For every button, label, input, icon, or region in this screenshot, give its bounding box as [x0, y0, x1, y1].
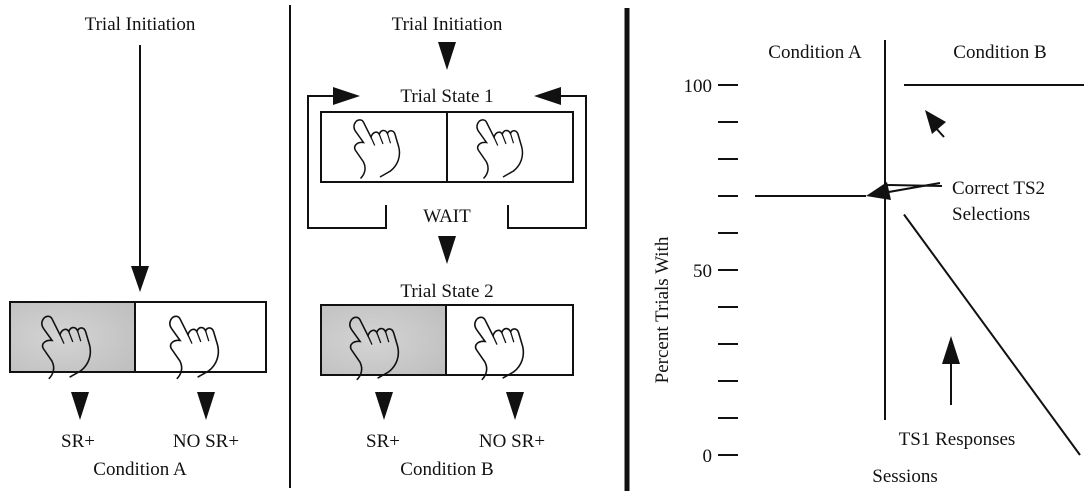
y-tick-label: 100	[684, 76, 713, 97]
arrow-head-ts1	[942, 336, 960, 364]
y-axis-ticks	[718, 84, 738, 456]
outcome-sr-plus: SR+	[366, 431, 400, 452]
outcome-no-sr-plus: NO SR+	[173, 431, 239, 452]
outcome-arrow-right	[197, 392, 215, 420]
annotation-correct-ts2-line2: Selections	[952, 204, 1030, 225]
wait-arrow-head	[438, 236, 456, 264]
annotation-ts1-responses: TS1 Responses	[899, 429, 1016, 450]
data-series	[755, 84, 1084, 456]
feedback-arrow-left	[333, 87, 360, 105]
y-axis-tick-labels: 100 50 0	[684, 76, 713, 467]
outcome-arrow-right	[506, 392, 524, 420]
outcome-arrow-left	[375, 392, 393, 420]
arrow-head-correct-a	[866, 182, 891, 200]
trial-state-1-label: Trial State 1	[400, 86, 493, 107]
schematic-graph: Condition A Condition B Percent Trials W…	[652, 40, 1084, 487]
annotation-correct-ts2-line1: Correct TS2	[952, 178, 1045, 199]
y-axis-label: Percent Trials With	[652, 236, 673, 383]
wait-label: WAIT	[423, 206, 471, 227]
outcome-sr-plus: SR+	[61, 431, 95, 452]
feedback-arrow-right	[534, 87, 561, 105]
outcome-arrow-left	[71, 392, 89, 420]
panel-b-title: Trial Initiation	[392, 14, 503, 35]
panel-b-caption: Condition B	[400, 459, 493, 480]
trial-state-2-label: Trial State 2	[400, 281, 493, 302]
y-tick-label: 0	[703, 446, 713, 467]
panel-condition-b: Trial Initiation Trial State 1 WAIT Tria…	[307, 14, 587, 480]
condition-a-header: Condition A	[768, 42, 862, 63]
initiation-arrow-head	[438, 42, 456, 70]
stimulus-left-shaded	[11, 303, 135, 371]
feedback-loop-left	[307, 95, 387, 229]
stimulus-left-shaded	[322, 306, 446, 374]
feedback-loop-right	[507, 95, 587, 229]
arrow-shaft-correct-a	[882, 182, 941, 194]
panel-condition-a: Trial Initiation SR+ NO SR+ Condition A	[9, 14, 267, 480]
series-line-2	[903, 213, 1081, 456]
initiation-arrow-head	[131, 266, 149, 292]
arrow-head-correct-b	[925, 110, 946, 134]
x-axis-label: Sessions	[872, 466, 937, 487]
condition-b-header: Condition B	[953, 42, 1046, 63]
y-tick-label: 50	[693, 261, 712, 282]
annotation-pointer-line	[885, 184, 943, 187]
outcome-no-sr-plus: NO SR+	[479, 431, 545, 452]
panel-a-caption: Condition A	[93, 459, 187, 480]
panel-a-title: Trial Initiation	[85, 14, 196, 35]
